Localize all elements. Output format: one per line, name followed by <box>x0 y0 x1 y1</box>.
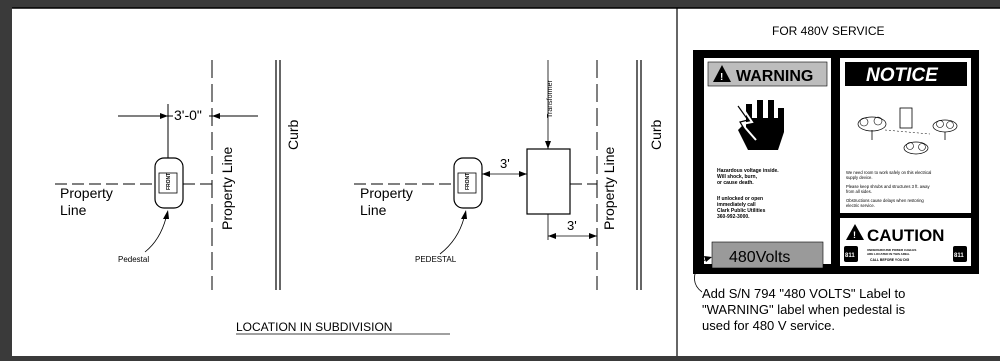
right-panel-title: FOR 480V SERVICE <box>772 24 885 38</box>
call-811-icon-left <box>844 246 858 262</box>
warning-triangle-icon <box>713 65 731 82</box>
dimension-text-bg <box>173 107 209 121</box>
notice-text-6: electric service. <box>846 203 875 208</box>
warning-text-3: or cause death. <box>717 180 754 186</box>
svg-text:!: ! <box>720 72 723 83</box>
pedestal-box-2 <box>453 157 483 209</box>
note-line-3: used for 480 V service. <box>702 318 835 333</box>
middle-diagram: Property Line Property Line Curb FRONT P… <box>354 60 664 290</box>
trees-pedestal-icon <box>857 107 958 155</box>
pedestal-label-2: PEDESTAL <box>415 255 457 264</box>
notice-text-1: We need room to work safely on this elec… <box>846 170 931 175</box>
left-diagram: Property Line Property Line Curb 3'-0" F… <box>55 60 301 290</box>
dimension-text-3: 3' <box>567 218 577 233</box>
pedestal-inner <box>158 172 178 194</box>
warning-text-1: Hazardous voltage inside. <box>717 168 779 174</box>
property-line-label-2a: Property <box>360 185 413 201</box>
pedestal-leader-2 <box>439 217 465 255</box>
warning-label: ! WARNING Hazardous voltage inside. Will… <box>704 58 831 269</box>
notice-text-4: from all sides. <box>846 189 872 194</box>
notice-text-3: Please keep shrubs and structures 3 ft. … <box>846 184 930 189</box>
volts-label-bg <box>711 241 824 269</box>
property-line-label-2b: Line <box>360 202 387 218</box>
notice-label: NOTICE We need room to work safely on th… <box>840 58 971 213</box>
volts-leader <box>694 257 711 293</box>
volts-leader-arrow <box>704 256 712 262</box>
caution-label: ! CAUTION 811 811 UNDERGROUND POWER CABL… <box>840 218 971 266</box>
caution-card <box>840 218 971 266</box>
svg-text:!: ! <box>853 230 856 240</box>
notice-text-2: supply device. <box>846 175 873 180</box>
warning-text-7: 360-992-3000. <box>717 214 750 220</box>
notice-header: NOTICE <box>866 65 939 86</box>
caution-header: CAUTION <box>867 226 944 245</box>
caption: LOCATION IN SUBDIVISION <box>236 320 392 334</box>
volts-label: 480Volts <box>729 249 790 266</box>
dimension-text: 3'-0" <box>174 107 202 123</box>
warning-text-4: If unlocked or open <box>717 196 763 202</box>
pedestal-leader-arrow-2 <box>461 210 467 219</box>
caution-text-3: CALL BEFORE YOU DIG <box>870 258 910 262</box>
note-line-2: "WARNING" label when pedestal is <box>702 302 906 317</box>
curb-label: Curb <box>285 119 301 150</box>
property-line-vertical-label-2: Property Line <box>601 147 617 230</box>
badge-811-right: 811 <box>954 253 964 259</box>
transformer-label: Transformer <box>547 79 554 118</box>
warning-text-6: Clark Public Utilities <box>717 208 766 214</box>
pedestal-box <box>154 157 184 209</box>
pedestal-leader <box>144 217 167 253</box>
dimension-arrow-3a <box>548 233 556 239</box>
dimension-arrow-left <box>160 113 168 119</box>
dimension-arrow-3b <box>589 233 597 239</box>
badge-811-left: 811 <box>845 253 855 259</box>
transformer-leader-arrow <box>545 141 551 149</box>
pedestal-leader-arrow <box>163 210 169 219</box>
caution-text-1: UNDERGROUND POWER CABLES <box>867 248 916 252</box>
warning-text-2: Will shock, burn, <box>717 174 758 180</box>
call-811-icon-right <box>953 246 967 262</box>
hand-shock-icon <box>737 100 784 150</box>
notice-header-bg <box>845 62 967 86</box>
warning-card <box>704 58 831 264</box>
pedestal-label: Pedestal <box>118 255 149 264</box>
warning-header: WARNING <box>736 68 813 85</box>
pedestal-inner-2 <box>457 172 477 194</box>
dimension-arrow-right <box>212 113 220 119</box>
property-line-label-2: Line <box>60 202 87 218</box>
caution-text-2: ARE LOCATED IN THIS AREA. <box>867 252 910 256</box>
curb-label-2: Curb <box>648 119 664 150</box>
pedestal-front-label-2: FRONT <box>465 173 471 190</box>
property-line-label-1: Property <box>60 185 113 201</box>
note-line-1: Add S/N 794 "480 VOLTS" Label to <box>702 286 905 301</box>
transformer-box <box>526 148 571 215</box>
pedestal-front-label: FRONT <box>166 173 172 190</box>
dimension-arrow-2b <box>519 171 527 177</box>
property-line-vertical-label: Property Line <box>219 147 235 230</box>
dimension-arrow-2a <box>482 171 490 177</box>
right-panel: FOR 480V SERVICE ! WARNING Hazardous vol… <box>693 24 979 333</box>
dimension-text-2: 3' <box>500 156 510 171</box>
warning-text-5: immediately call <box>717 202 756 208</box>
caution-triangle-icon <box>846 224 864 240</box>
notice-text-5: Obstructions cause delays when restoring <box>846 198 924 203</box>
